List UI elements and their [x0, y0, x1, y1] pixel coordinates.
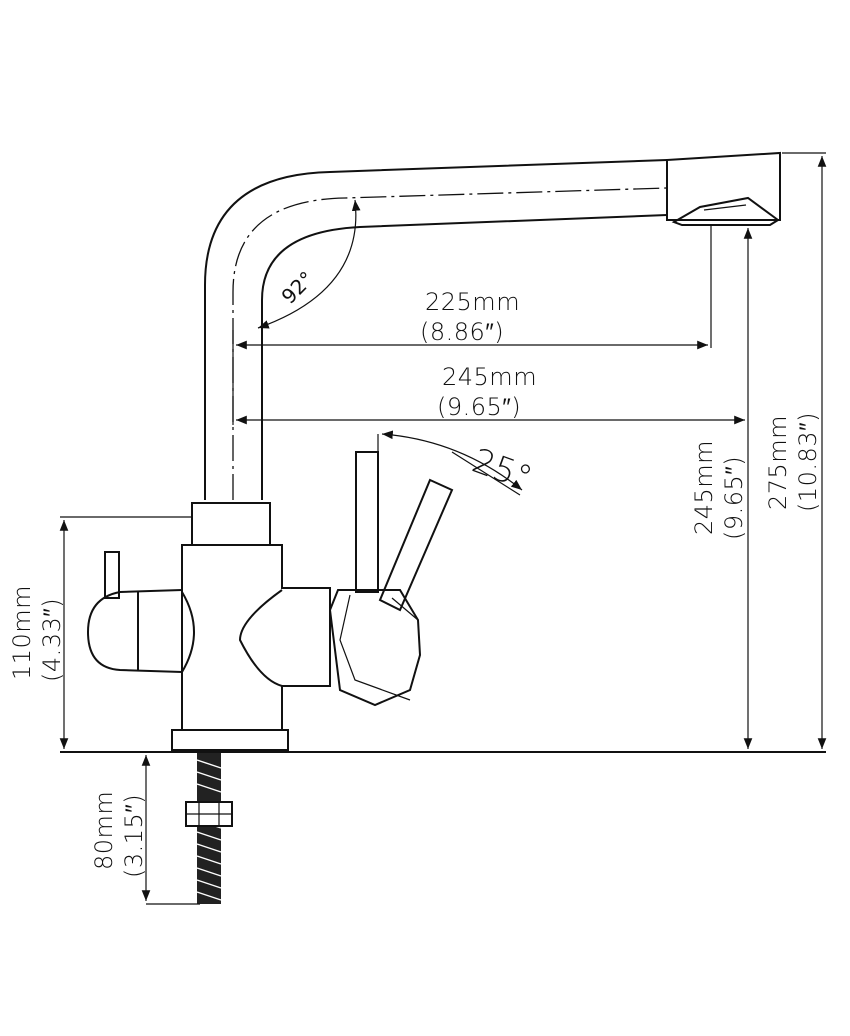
dim-hose-length: 80mm (3.15″): [90, 755, 200, 905]
supply-hose: [185, 752, 233, 904]
spout-angle-label: 92°: [277, 266, 319, 308]
dim-body-height-mm: 110mm: [8, 585, 36, 680]
base-plate: [171, 729, 289, 751]
spout-collar: [191, 502, 271, 546]
lever-angle-label: 25°: [467, 441, 537, 499]
dim-spout-height-mm: 245mm: [690, 440, 718, 535]
dim-total-height: 275mm (10.83″): [764, 152, 827, 749]
spout-outlet: [666, 151, 781, 226]
faucet-body: [86, 544, 331, 731]
dim-body-height: 110mm (4.33″): [8, 516, 192, 749]
dim-spout-reach-mm: 225mm: [425, 288, 520, 316]
dim-total-height-inch: (10.83″): [794, 412, 822, 512]
lever-angle-25: 25°: [377, 430, 537, 590]
dim-spout-reach: 225mm (8.86″): [232, 225, 712, 425]
dim-spout-reach-inch: (8.86″): [420, 318, 504, 346]
dim-body-height-inch: (4.33″): [38, 598, 66, 682]
dim-spout-height-inch: (9.65″): [720, 456, 748, 540]
lever-handle: [328, 451, 454, 707]
dim-total-reach-inch: (9.65″): [437, 393, 521, 421]
dim-spout-height: 245mm (9.65″): [690, 228, 753, 749]
dim-hose-length-inch: (3.15″): [120, 794, 148, 878]
dim-total-height-mm: 275mm: [764, 415, 792, 510]
dim-hose-length-mm: 80mm: [90, 791, 118, 870]
spout-angle-92: 92°: [257, 199, 361, 329]
dim-total-reach: 245mm (9.65″): [236, 363, 745, 425]
dim-total-reach-mm: 245mm: [442, 363, 537, 391]
